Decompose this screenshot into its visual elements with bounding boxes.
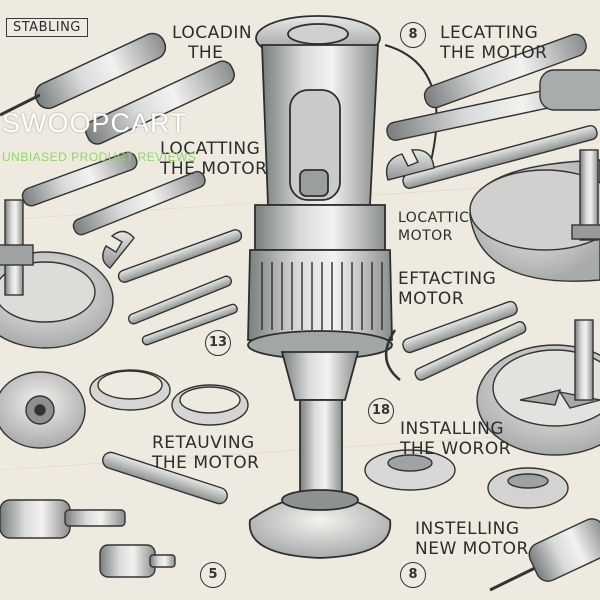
hand-blender-illustration (247, 15, 438, 559)
label-retauving: RETAUVING (152, 433, 255, 453)
label-eftacting: EFTACTING (398, 269, 497, 289)
label-instelling: INSTELLING (415, 519, 520, 539)
label-the: THE (188, 43, 224, 63)
label-lecatting: LECATTING (440, 23, 539, 43)
step-number-badge: 5 (200, 562, 226, 588)
watermark-tagline: UNBIASED PRODUCT REVIEWS (2, 150, 197, 164)
ring-icon (89, 369, 249, 426)
label-the-motor-mid: THE MOTOR (160, 159, 268, 179)
blade-bowl-icon (476, 319, 600, 456)
pliers-icon (385, 300, 527, 381)
step-number-badge: 8 (400, 22, 426, 48)
step-number-badge: 8 (400, 562, 426, 588)
label-motor-b: MOTOR (398, 289, 465, 309)
drill-icon (489, 518, 600, 592)
motor-housing-icon (469, 149, 600, 282)
label-motor-a: MOTOR (398, 228, 453, 244)
motor-shaft-icon (0, 499, 176, 578)
gear-housing-icon (0, 371, 86, 449)
motor-base-icon (0, 199, 114, 349)
screwdriver-icon (84, 60, 235, 145)
screwdriver-icon (386, 33, 600, 141)
step-number-badge: 18 (368, 398, 394, 424)
gasket-icon (364, 449, 569, 509)
label-the-woror: THE WOROR (400, 439, 512, 459)
label-the-motor-bottom: THE MOTOR (152, 453, 260, 473)
watermark-brand: SWOOPCART (2, 108, 188, 138)
label-locatting: LOCATTING (160, 139, 261, 159)
label-installing: INSTALLING (400, 419, 505, 439)
screwdriver-icon (0, 32, 167, 117)
wrench-icon (102, 229, 243, 346)
label-stabling: STABLING (6, 18, 88, 37)
label-the-motor-top: THE MOTOR (440, 43, 548, 63)
wrench-icon (385, 125, 598, 189)
label-locattic: LOCATTIC (398, 210, 470, 226)
label-new-motor: NEW MOTOR (415, 539, 529, 559)
label-locadin: LOCADIN (172, 23, 253, 43)
step-number-badge: 13 (205, 330, 231, 356)
